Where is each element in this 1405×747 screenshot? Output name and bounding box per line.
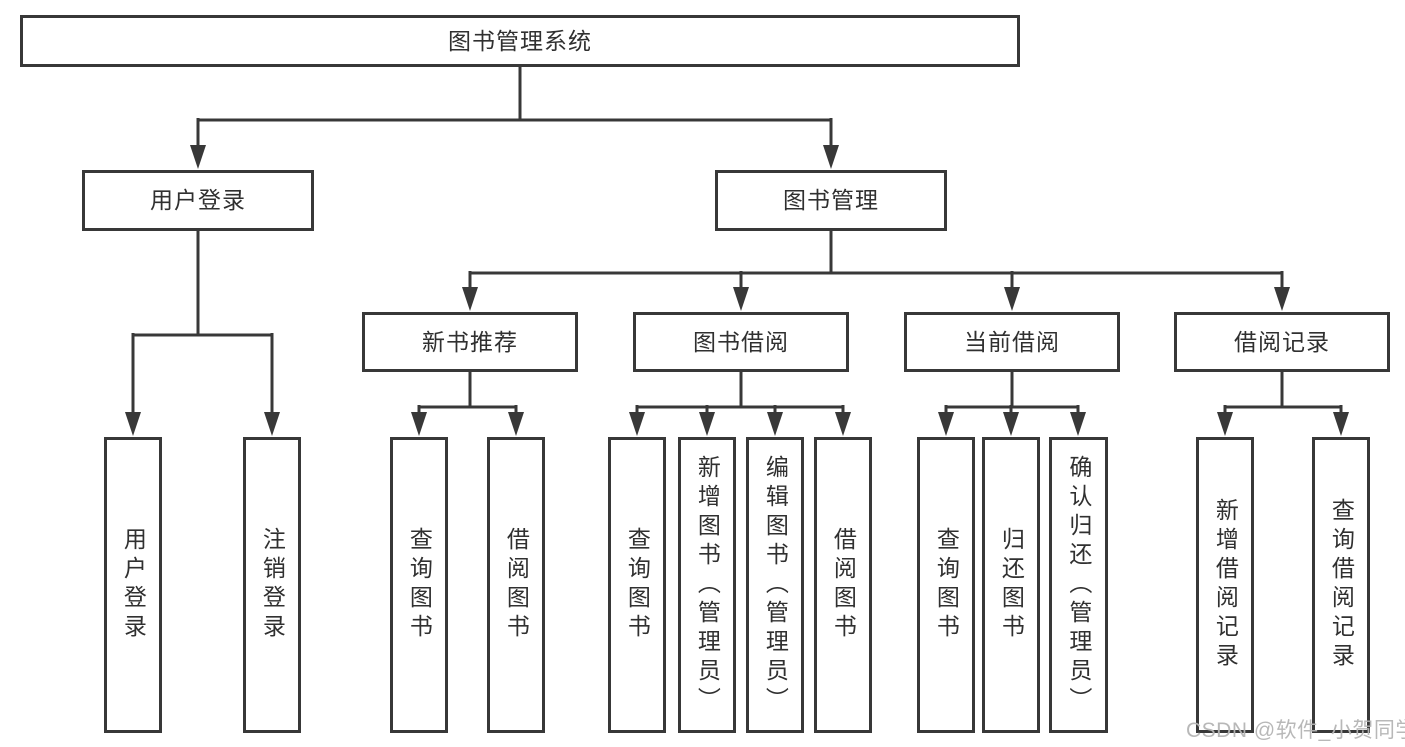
node-leaf-user-login: 用户登录 — [104, 437, 162, 733]
arrowhead-icon — [508, 412, 524, 436]
arrowhead-icon — [835, 412, 851, 436]
arrowhead-icon — [1003, 412, 1019, 436]
node-book-borrow: 图书借阅 — [633, 312, 849, 372]
arrowhead-icon — [733, 287, 749, 311]
arrowhead-icon — [767, 412, 783, 436]
node-root: 图书管理系统 — [20, 15, 1020, 67]
arrowhead-icon — [190, 145, 206, 169]
node-borrow-records: 借阅记录 — [1174, 312, 1390, 372]
connector-user-login-children — [125, 231, 280, 436]
arrowhead-icon — [125, 412, 141, 436]
arrowhead-icon — [1274, 287, 1290, 311]
arrowhead-icon — [699, 412, 715, 436]
arrowhead-icon — [1070, 412, 1086, 436]
node-leaf-recommend-borrow-book: 借阅图书 — [487, 437, 545, 733]
node-current-borrow: 当前借阅 — [904, 312, 1120, 372]
node-leaf-add-book-admin: 新增图书（管理员） — [678, 437, 736, 733]
arrowhead-icon — [1004, 287, 1020, 311]
node-leaf-return-book: 归还图书 — [982, 437, 1040, 733]
arrowhead-icon — [629, 412, 645, 436]
connector-book-management-children — [462, 231, 1290, 311]
arrowhead-icon — [1217, 412, 1233, 436]
node-user-login: 用户登录 — [82, 170, 314, 231]
node-leaf-edit-book-admin: 编辑图书（管理员） — [746, 437, 804, 733]
arrowhead-icon — [938, 412, 954, 436]
arrowhead-icon — [823, 145, 839, 169]
node-leaf-borrow-query-book: 查询图书 — [608, 437, 666, 733]
connector-new-book-recommend-children — [411, 372, 524, 436]
connector-borrow-records-children — [1217, 372, 1349, 436]
connector-book-borrow-children — [629, 372, 851, 436]
node-book-management: 图书管理 — [715, 170, 947, 231]
node-leaf-borrow-book: 借阅图书 — [814, 437, 872, 733]
node-leaf-logout: 注销登录 — [243, 437, 301, 733]
connector-root-to-level2 — [190, 67, 839, 169]
csdn-watermark: CSDN @软件_小贺同学 — [1186, 719, 1405, 742]
arrowhead-icon — [1333, 412, 1349, 436]
node-leaf-add-borrow-record: 新增借阅记录 — [1196, 437, 1254, 733]
node-new-book-recommend: 新书推荐 — [362, 312, 578, 372]
node-leaf-query-borrow-record: 查询借阅记录 — [1312, 437, 1370, 733]
node-leaf-current-query-book: 查询图书 — [917, 437, 975, 733]
connector-current-borrow-children — [938, 372, 1086, 436]
arrowhead-icon — [411, 412, 427, 436]
arrowhead-icon — [264, 412, 280, 436]
arrowhead-icon — [462, 287, 478, 311]
node-leaf-recommend-query-book: 查询图书 — [390, 437, 448, 733]
node-leaf-confirm-return-admin: 确认归还（管理员） — [1049, 437, 1108, 733]
